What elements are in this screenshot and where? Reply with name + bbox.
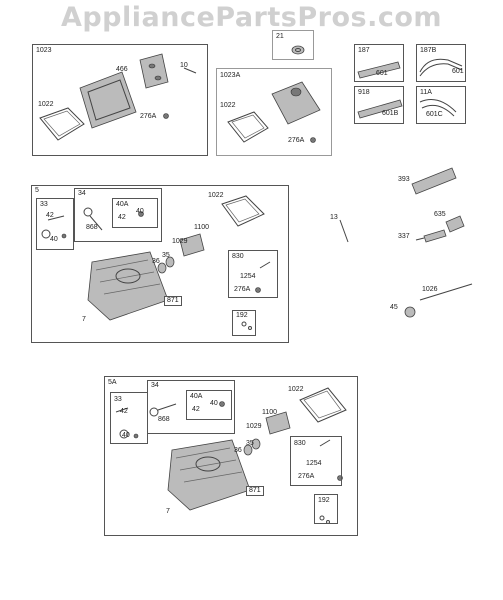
label-5-871: 871 <box>164 296 182 306</box>
group-box-5a-192 <box>314 494 338 524</box>
group-box-1023a <box>216 68 332 156</box>
label-5a-276a: 276A <box>298 473 315 480</box>
label-5a-1029: 1029 <box>246 423 262 430</box>
label-5a-1022: 1022 <box>288 386 304 393</box>
spark-plug-337-drawing <box>415 215 465 243</box>
label-187: 187 <box>358 47 370 54</box>
label-601-a: 601 <box>376 70 388 77</box>
valve-cover-1023-drawing <box>39 53 197 141</box>
group-box-187 <box>354 44 404 82</box>
group-box-5-33 <box>36 198 74 250</box>
group-box-5-830 <box>228 250 278 298</box>
breather-tubes-drawing <box>357 58 463 119</box>
label-5-276a: 276A <box>234 286 251 293</box>
label-5a-42-b: 42 <box>192 406 200 413</box>
label-5-1254: 1254 <box>240 273 256 280</box>
label-11a: 11A <box>420 89 432 96</box>
rod-1026-drawing <box>419 283 473 301</box>
label-5-40-b: 40 <box>136 208 144 215</box>
label-5-868: 868 <box>86 224 98 231</box>
label-1022-mid: 1022 <box>220 102 236 109</box>
label-5a-868: 868 <box>158 416 170 423</box>
part-21-drawing <box>291 45 305 55</box>
label-45: 45 <box>390 304 398 311</box>
label-5-1029: 1029 <box>172 238 188 245</box>
label-5-35: 35 <box>162 252 170 259</box>
label-635: 635 <box>434 211 446 218</box>
label-13: 13 <box>330 214 338 221</box>
label-10: 10 <box>180 62 188 69</box>
label-601b: 601B <box>382 110 399 117</box>
ignition-coil-393-drawing <box>411 167 457 195</box>
label-393: 393 <box>398 176 410 183</box>
label-5a-871: 871 <box>246 486 264 496</box>
group-box-5-34 <box>74 188 162 242</box>
label-21: 21 <box>276 33 284 40</box>
label-1023: 1023 <box>36 47 52 54</box>
group-box-11a <box>416 86 466 124</box>
label-5a-34: 34 <box>151 382 159 389</box>
label-5-1100: 1100 <box>194 224 210 231</box>
label-5: 5 <box>35 187 39 194</box>
label-1023a: 1023A <box>220 72 241 79</box>
group-box-5a <box>104 376 358 536</box>
label-276a-mid: 276A <box>288 137 305 144</box>
label-5-40-a: 40 <box>50 236 58 243</box>
group-box-5a-33 <box>110 392 148 444</box>
label-1022-top: 1022 <box>38 101 54 108</box>
group-box-5a-40a <box>186 390 232 420</box>
label-5-33: 33 <box>40 201 48 208</box>
label-5-42-b: 42 <box>118 214 126 221</box>
label-5-40a: 40A <box>116 201 129 208</box>
label-5a-1254: 1254 <box>306 460 322 467</box>
bolt-13-drawing <box>339 219 349 243</box>
group-box-5 <box>31 185 289 343</box>
group-5-drawing <box>41 195 271 330</box>
part-45-drawing <box>404 306 416 318</box>
label-466: 466 <box>116 66 128 73</box>
label-5a-1100: 1100 <box>262 409 278 416</box>
label-5-1022: 1022 <box>208 192 224 199</box>
label-601c: 601C <box>426 111 443 118</box>
label-5a-40a: 40A <box>190 393 203 400</box>
label-5a: 5A <box>108 379 117 386</box>
label-5a-35: 35 <box>246 440 254 447</box>
label-337: 337 <box>398 233 410 240</box>
group-box-21 <box>272 30 314 60</box>
label-5-34: 34 <box>78 190 86 197</box>
label-601-b: 601 <box>452 68 464 75</box>
group-box-187b <box>416 44 466 82</box>
group-box-5a-830 <box>290 436 342 486</box>
label-5a-42-a: 42 <box>120 408 128 415</box>
label-5a-40-b: 40 <box>210 400 218 407</box>
label-187b: 187B <box>420 47 437 54</box>
label-5a-33: 33 <box>114 396 122 403</box>
group-box-1023 <box>32 44 208 156</box>
label-276a-top: 276A <box>140 113 157 120</box>
label-5-7: 7 <box>82 316 86 323</box>
group-box-918 <box>354 86 404 124</box>
group-5a-drawing <box>115 387 347 524</box>
label-5-192: 192 <box>236 312 248 319</box>
label-5a-40-a: 40 <box>122 432 130 439</box>
label-5a-36: 36 <box>234 447 242 454</box>
label-5-42-a: 42 <box>46 212 54 219</box>
valve-cover-1023a-drawing <box>227 81 321 143</box>
group-box-5-40a <box>112 198 158 228</box>
watermark: AppliancePartsPros.com <box>60 2 443 33</box>
label-5a-7: 7 <box>166 508 170 515</box>
label-5a-830: 830 <box>294 440 306 447</box>
label-5-36: 36 <box>152 258 160 265</box>
label-5a-192: 192 <box>318 497 330 504</box>
label-5-830: 830 <box>232 253 244 260</box>
label-1026: 1026 <box>422 286 438 293</box>
label-918: 918 <box>358 89 370 96</box>
group-box-5-192 <box>232 310 256 336</box>
